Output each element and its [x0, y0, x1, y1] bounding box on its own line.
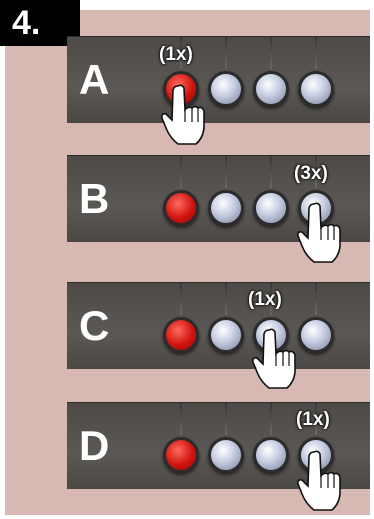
wire — [180, 403, 182, 435]
row-letter: B — [79, 175, 110, 222]
wire — [180, 283, 182, 315]
button-4[interactable] — [298, 317, 334, 353]
pointing-hand-icon — [161, 84, 205, 145]
row-letter: D — [79, 422, 110, 469]
press-count: (1x) — [159, 44, 193, 65]
wire — [270, 156, 272, 188]
button-3[interactable] — [253, 437, 289, 473]
button-1[interactable] — [163, 317, 199, 353]
wire — [180, 37, 182, 69]
wire — [315, 403, 317, 435]
button-3[interactable] — [253, 71, 289, 107]
panel-c: C — [67, 282, 370, 369]
button-1[interactable] — [163, 190, 199, 226]
wire — [270, 283, 272, 315]
row-letter: A — [79, 56, 110, 103]
wire — [225, 156, 227, 188]
step-number: 4. — [0, 0, 80, 46]
button-2[interactable] — [208, 317, 244, 353]
button-4[interactable] — [298, 71, 334, 107]
button-2[interactable] — [208, 71, 244, 107]
pointing-hand-icon — [297, 202, 341, 263]
press-count: (1x) — [248, 289, 282, 310]
wire — [315, 37, 317, 69]
wire — [180, 156, 182, 188]
pointing-hand-icon — [297, 450, 341, 511]
wire — [270, 37, 272, 69]
wire — [225, 37, 227, 69]
press-count: (3x) — [294, 163, 328, 184]
wire — [315, 156, 317, 188]
wire — [225, 283, 227, 315]
wire — [225, 403, 227, 435]
wire — [315, 283, 317, 315]
button-2[interactable] — [208, 190, 244, 226]
panel-a: A — [67, 36, 370, 123]
button-2[interactable] — [208, 437, 244, 473]
button-3[interactable] — [253, 190, 289, 226]
press-count: (1x) — [296, 409, 330, 430]
wire — [270, 403, 272, 435]
pointing-hand-icon — [252, 328, 296, 389]
button-1[interactable] — [163, 437, 199, 473]
row-letter: C — [79, 302, 110, 349]
